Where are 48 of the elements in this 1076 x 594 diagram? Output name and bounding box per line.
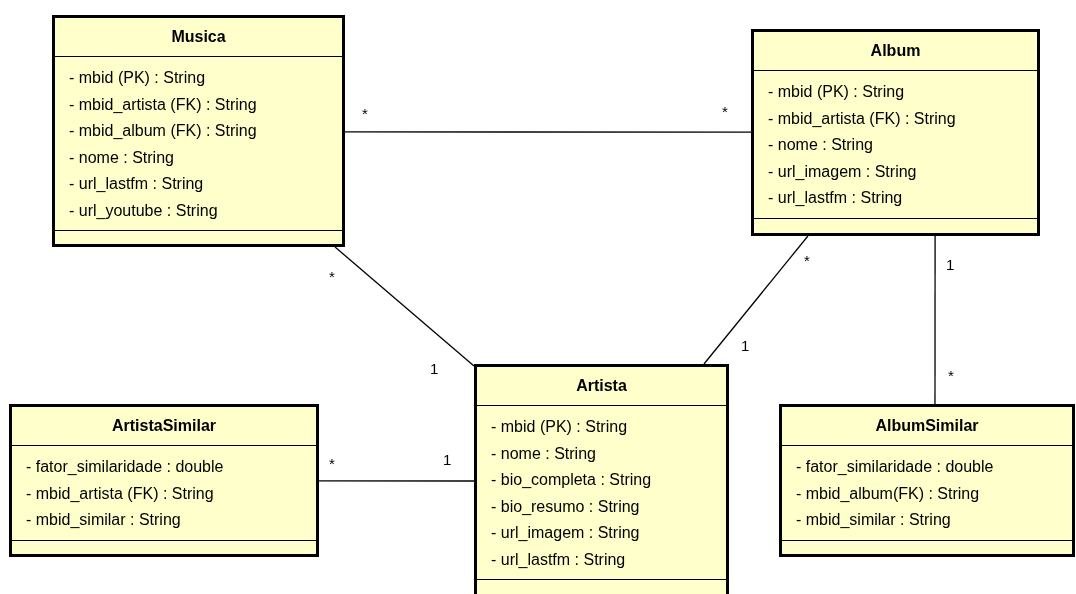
attribute-text: - url_lastfm : String bbox=[69, 174, 205, 194]
class-box bbox=[779, 404, 1075, 557]
attribute-text: - fator_similaridade : double bbox=[796, 457, 995, 477]
class-name: Artista bbox=[576, 376, 627, 396]
multiplicity-label: 1 bbox=[741, 338, 750, 353]
multiplicity-label: * bbox=[362, 106, 368, 121]
multiplicity-label: 1 bbox=[946, 257, 955, 272]
attribute-text: - url_imagem : String bbox=[768, 161, 918, 182]
attribute-text: - bio_completa : String bbox=[491, 470, 653, 490]
attribute-text: - url_lastfm : String bbox=[768, 188, 904, 208]
association-line bbox=[344, 131, 752, 133]
attribute-text: - url_imagem : String bbox=[491, 523, 641, 543]
multiplicity-label: * bbox=[948, 368, 954, 383]
attribute-text: - url_youtube : String bbox=[69, 200, 219, 221]
attribute-text: - mbid_similar : String bbox=[26, 510, 182, 530]
attribute-text: - mbid_artista (FK) : String bbox=[768, 108, 957, 129]
attribute-text: - mbid (PK) : String bbox=[69, 68, 207, 88]
attribute-text: - fator_similaridade : double bbox=[26, 457, 225, 477]
attribute-text: - mbid_similar : String bbox=[796, 510, 952, 530]
attribute-text: - mbid_artista (FK) : String bbox=[69, 94, 258, 115]
multiplicity-label: * bbox=[329, 456, 335, 471]
attribute-text: - mbid_artista (FK) : String bbox=[26, 483, 215, 504]
association-line bbox=[703, 235, 809, 365]
class-box bbox=[52, 15, 345, 247]
association-line bbox=[934, 235, 936, 405]
attribute-text: - mbid (PK) : String bbox=[491, 417, 629, 437]
multiplicity-label: 1 bbox=[443, 452, 452, 467]
multiplicity-label: * bbox=[329, 269, 335, 284]
attribute-text: - nome : String bbox=[768, 135, 874, 155]
association-line bbox=[334, 246, 475, 367]
attribute-text: - url_lastfm : String bbox=[491, 549, 627, 570]
class-name: ArtistaSimilar bbox=[111, 416, 216, 436]
class-box bbox=[751, 29, 1040, 236]
class-name: Musica bbox=[171, 27, 226, 47]
attribute-text: - mbid_album (FK) : String bbox=[69, 121, 258, 141]
class-box bbox=[474, 364, 729, 594]
attribute-text: - nome : String bbox=[69, 147, 175, 168]
multiplicity-label: * bbox=[804, 253, 810, 268]
attribute-text: - mbid_album(FK) : String bbox=[796, 483, 981, 504]
attribute-text: - mbid (PK) : String bbox=[768, 82, 906, 102]
attribute-text: - nome : String bbox=[491, 443, 597, 464]
association-line bbox=[318, 480, 475, 482]
class-name: AlbumSimilar bbox=[875, 416, 979, 436]
class-box bbox=[9, 404, 319, 557]
multiplicity-label: * bbox=[722, 104, 728, 119]
multiplicity-label: 1 bbox=[430, 361, 439, 376]
class-name: Album bbox=[870, 41, 921, 61]
attribute-text: - bio_resumo : String bbox=[491, 496, 641, 517]
